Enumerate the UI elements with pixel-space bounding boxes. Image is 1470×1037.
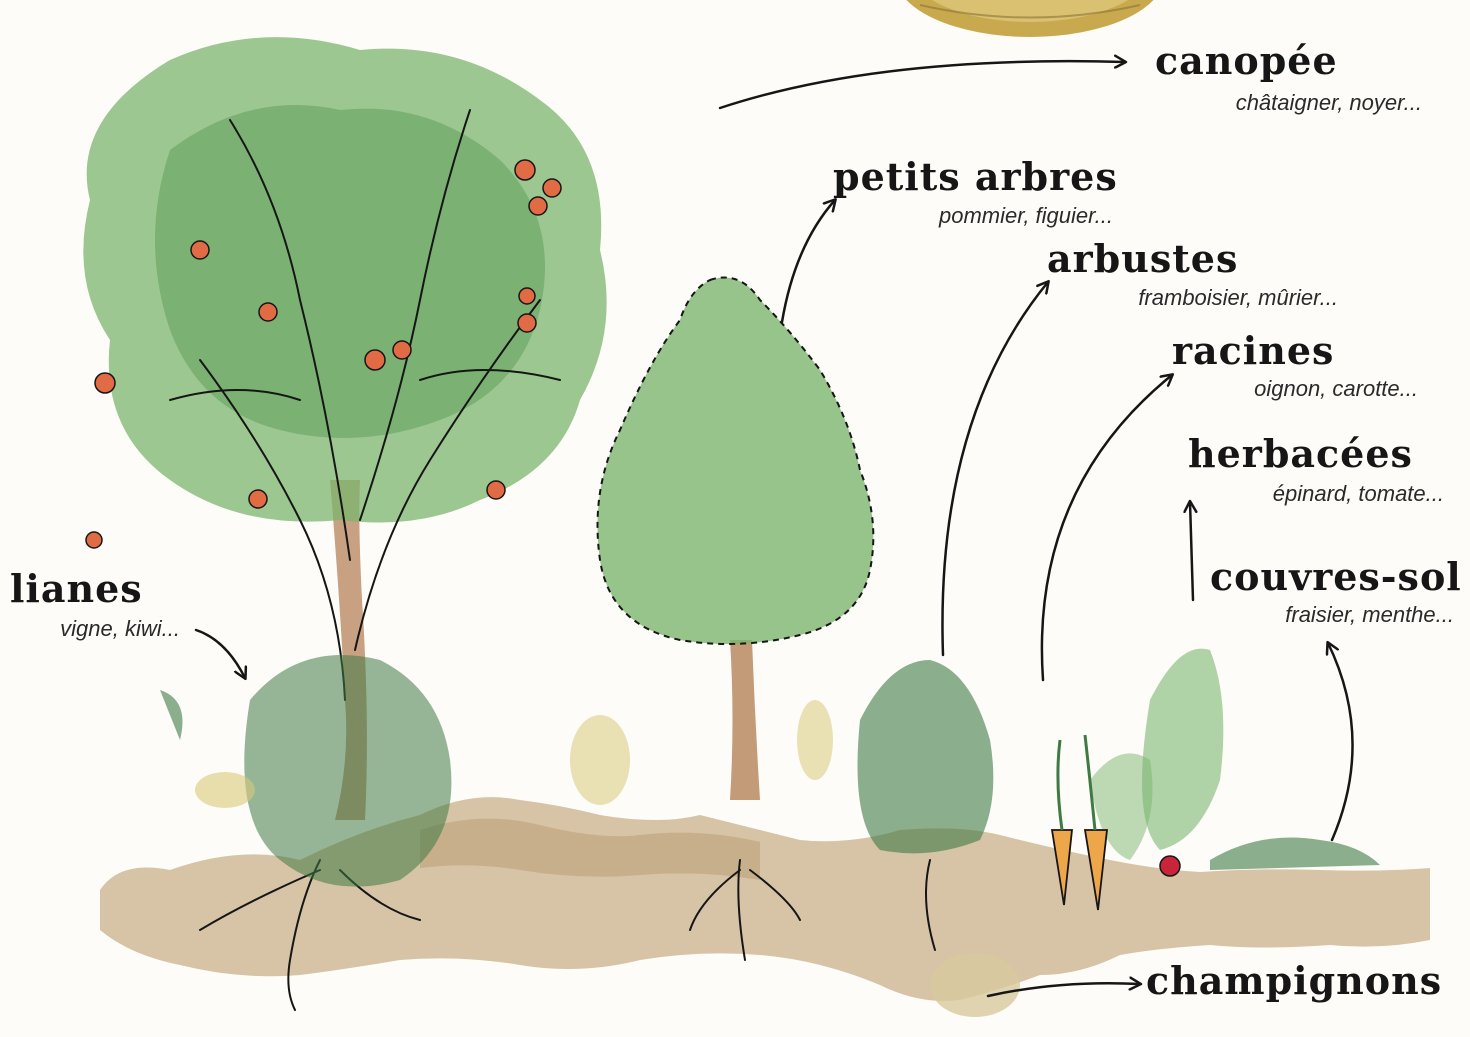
shrub bbox=[858, 660, 994, 853]
label-petits-arbres: petits arbres bbox=[833, 158, 1118, 196]
arrow-petits-arbres bbox=[782, 200, 835, 322]
label-arbustes: arbustes bbox=[1047, 240, 1238, 278]
label-couvres-sol: couvres-sol bbox=[1210, 558, 1462, 596]
arrow-arbustes bbox=[942, 282, 1048, 655]
examples-herbacees: épinard, tomate... bbox=[1273, 483, 1444, 505]
arrow-couvres-sol bbox=[1328, 643, 1353, 840]
label-racines: racines bbox=[1172, 332, 1334, 370]
label-champignons: champignons bbox=[1146, 962, 1442, 1000]
herbaceous-plant bbox=[1090, 649, 1223, 860]
arrow-racines bbox=[1042, 375, 1172, 680]
arrow-lianes bbox=[196, 630, 245, 678]
vine-bush bbox=[160, 655, 451, 887]
beet bbox=[1160, 856, 1180, 876]
arrow-canopee bbox=[720, 61, 1125, 108]
ground-cover bbox=[1210, 838, 1380, 871]
examples-arbustes: framboisier, mûrier... bbox=[1138, 287, 1338, 309]
arrow-herbacees bbox=[1190, 502, 1193, 600]
examples-racines: oignon, carotte... bbox=[1254, 378, 1418, 400]
label-herbacees: herbacées bbox=[1188, 435, 1413, 473]
middle-tree bbox=[598, 278, 874, 801]
label-canopee: canopée bbox=[1155, 42, 1338, 80]
examples-lianes: vigne, kiwi... bbox=[60, 618, 180, 640]
seed-bowl bbox=[895, 0, 1165, 37]
examples-canopee: châtaigner, noyer... bbox=[1236, 92, 1422, 114]
label-lianes: lianes bbox=[10, 570, 143, 608]
examples-couvres-sol: fraisier, menthe... bbox=[1285, 604, 1454, 626]
examples-petits-arbres: pommier, figuier... bbox=[939, 205, 1113, 227]
